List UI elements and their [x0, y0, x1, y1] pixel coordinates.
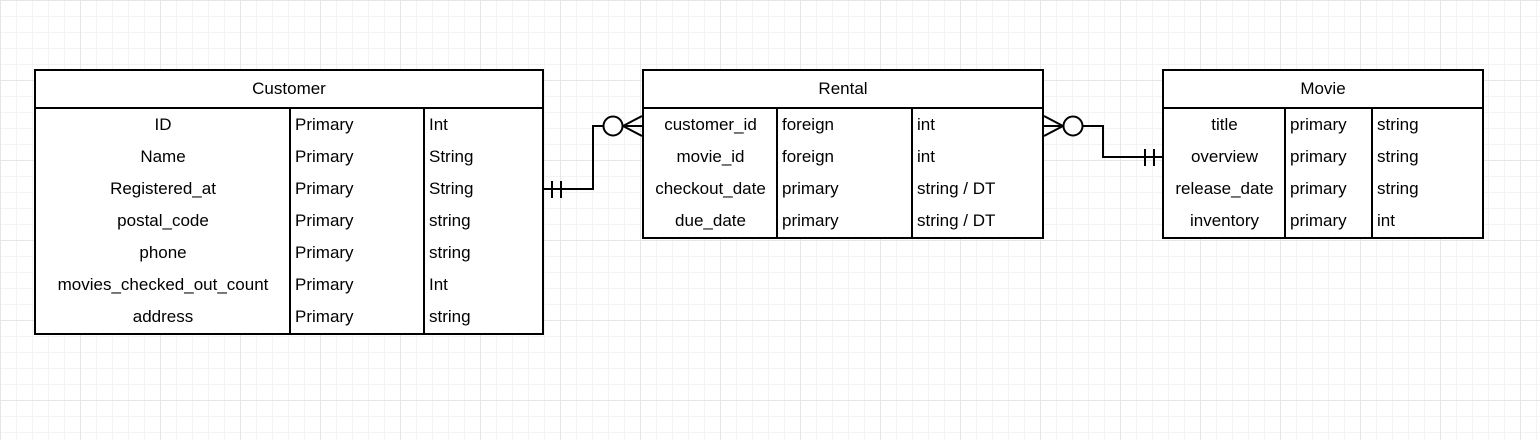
column-divider — [776, 109, 778, 237]
zero-circle-mark — [602, 115, 624, 137]
field-name: movie_id — [676, 147, 745, 166]
customer-title: Customer — [36, 71, 542, 109]
rental-row[interactable]: checkout_date primary string / DT — [644, 173, 1042, 205]
movie-title: Movie — [1164, 71, 1482, 109]
field-name: title — [1211, 115, 1238, 134]
movie-row[interactable]: title primary string — [1164, 109, 1482, 141]
customer-entity[interactable]: Customer ID Primary Int Name Primary Str… — [34, 69, 544, 335]
field-key: Primary — [295, 179, 354, 198]
field-key: primary — [1290, 179, 1347, 198]
field-type: string — [429, 243, 471, 262]
crows-foot-mark — [622, 125, 643, 137]
field-name: inventory — [1190, 211, 1259, 230]
field-type: Int — [429, 115, 448, 134]
rental-row[interactable]: movie_id foreign int — [644, 141, 1042, 173]
field-key: Primary — [295, 115, 354, 134]
movie-row[interactable]: inventory primary int — [1164, 205, 1482, 237]
field-key: primary — [1290, 211, 1347, 230]
field-type: string — [429, 211, 471, 230]
movie-entity[interactable]: Movie title primary string overview prim… — [1162, 69, 1484, 239]
field-type: string — [1377, 115, 1419, 134]
field-name: Registered_at — [110, 179, 216, 198]
customer-row[interactable]: address Primary string — [36, 301, 542, 333]
field-name: phone — [139, 243, 187, 262]
field-name: checkout_date — [655, 179, 766, 198]
column-divider — [289, 109, 291, 333]
movie-rental-relationship[interactable] — [1043, 115, 1162, 166]
field-type: string / DT — [917, 179, 996, 198]
field-type: string — [429, 307, 471, 326]
crows-foot-mark — [1043, 115, 1064, 127]
field-key: primary — [782, 211, 839, 230]
field-key: Primary — [295, 211, 354, 230]
rental-row[interactable]: due_date primary string / DT — [644, 205, 1042, 237]
field-name: overview — [1190, 147, 1259, 166]
crows-foot-mark — [1043, 125, 1064, 137]
movie-row[interactable]: overview primary string — [1164, 141, 1482, 173]
field-name: movies_checked_out_count — [57, 275, 269, 294]
field-type: Int — [429, 275, 448, 294]
rental-title: Rental — [644, 71, 1042, 109]
field-key: Primary — [295, 275, 354, 294]
field-type: String — [429, 147, 474, 166]
movie-row[interactable]: release_date primary string — [1164, 173, 1482, 205]
rental-entity[interactable]: Rental customer_id foreign int movie_id … — [642, 69, 1044, 239]
field-type: String — [429, 179, 474, 198]
zero-circle-mark — [1062, 115, 1084, 137]
column-divider — [1371, 109, 1373, 237]
field-name: postal_code — [117, 211, 209, 230]
customer-row[interactable]: Registered_at Primary String — [36, 173, 542, 205]
field-name: release_date — [1175, 179, 1274, 198]
rental-row[interactable]: customer_id foreign int — [644, 109, 1042, 141]
movie-rows: title primary string overview primary st… — [1164, 109, 1482, 237]
customer-row[interactable]: Name Primary String — [36, 141, 542, 173]
field-name: address — [132, 307, 194, 326]
field-key: Primary — [295, 243, 354, 262]
field-key: primary — [1290, 147, 1347, 166]
field-type: string — [1377, 147, 1419, 166]
field-key: foreign — [782, 147, 834, 166]
field-name: customer_id — [664, 115, 757, 134]
field-type: int — [917, 147, 935, 166]
customer-row[interactable]: movies_checked_out_count Primary Int — [36, 269, 542, 301]
field-key: primary — [782, 179, 839, 198]
rental-rows: customer_id foreign int movie_id foreign… — [644, 109, 1042, 237]
field-key: foreign — [782, 115, 834, 134]
column-divider — [911, 109, 913, 237]
field-type: string — [1377, 179, 1419, 198]
column-divider — [1284, 109, 1286, 237]
connector-line[interactable] — [1083, 125, 1162, 158]
crows-foot-mark — [622, 115, 643, 127]
field-key: Primary — [295, 307, 354, 326]
field-name: Name — [140, 147, 186, 166]
field-name: due_date — [675, 211, 746, 230]
column-divider — [423, 109, 425, 333]
connector-line[interactable] — [544, 125, 603, 190]
customer-rental-relationship[interactable] — [544, 115, 643, 198]
customer-row[interactable]: ID Primary Int — [36, 109, 542, 141]
customer-row[interactable]: postal_code Primary string — [36, 205, 542, 237]
field-key: Primary — [295, 147, 354, 166]
field-name: ID — [154, 115, 172, 134]
customer-rows: ID Primary Int Name Primary String Regis… — [36, 109, 542, 333]
field-key: primary — [1290, 115, 1347, 134]
field-type: int — [917, 115, 935, 134]
field-type: string / DT — [917, 211, 996, 230]
field-type: int — [1377, 211, 1395, 230]
customer-row[interactable]: phone Primary string — [36, 237, 542, 269]
